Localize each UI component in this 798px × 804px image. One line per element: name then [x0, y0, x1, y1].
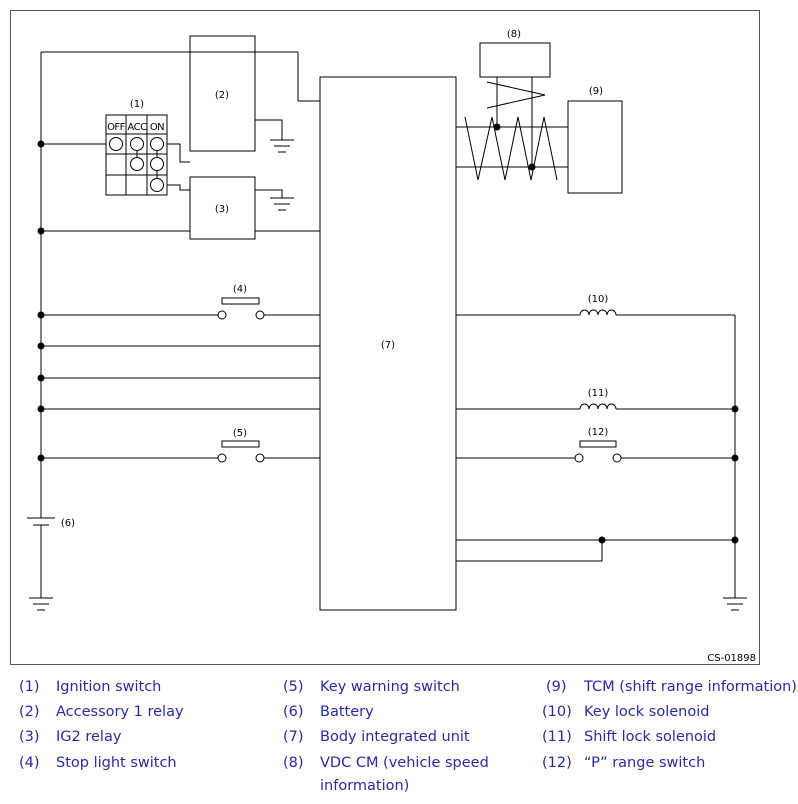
legend-text: Battery	[320, 704, 374, 720]
legend-text: Stop light switch	[56, 755, 177, 771]
legend-text: Ignition switch	[56, 679, 162, 695]
callout-7: (7)	[381, 340, 395, 351]
legend-number: (10)	[542, 704, 572, 720]
legend: (1) Ignition switch (2) Accessory 1 rela…	[0, 676, 798, 804]
callout-12: (12)	[588, 427, 609, 438]
ground-symbol	[270, 197, 294, 211]
callout-2: (2)	[215, 90, 229, 101]
wiring-diagram: (1) (2) (3) (4) (5) (6) (7) (8) (9) (10)…	[27, 29, 756, 664]
shift-lock-solenoid-coil	[579, 403, 617, 410]
legend-number: (12)	[542, 755, 572, 771]
legend-number: (1)	[19, 679, 40, 695]
wire-loop-bottom	[456, 540, 603, 562]
tcm-box	[567, 100, 623, 194]
body-integrated-unit-box	[319, 76, 457, 611]
legend-text: IG2 relay	[56, 729, 122, 745]
callout-3: (3)	[215, 204, 229, 215]
callout-5: (5)	[233, 428, 247, 439]
legend-text: VDC CM (vehicle speed information)	[320, 755, 489, 794]
p-range-switch	[574, 440, 622, 463]
legend-text: Shift lock solenoid	[584, 729, 717, 745]
legend-number: (4)	[19, 755, 40, 771]
legend-text: Key warning switch	[320, 679, 460, 695]
key-warning-switch	[217, 440, 265, 463]
accessory-relay-box	[189, 35, 256, 152]
legend-number: (7)	[283, 729, 304, 745]
callout-1: (1)	[130, 99, 144, 110]
ignition-label-on: ON	[150, 122, 164, 133]
wire-relay3-ground	[255, 189, 283, 198]
ground-symbol	[723, 597, 747, 611]
legend-number: (5)	[283, 679, 304, 695]
legend-text: “P” range switch	[584, 755, 706, 771]
callout-9: (9)	[589, 86, 603, 97]
ground-symbol	[29, 597, 53, 611]
signal-wave	[486, 81, 546, 109]
wire-ignition-acc	[167, 143, 190, 163]
vdc-cm-box	[479, 42, 551, 78]
diagram-code: CS-01898	[707, 653, 756, 664]
legend-text: TCM (shift range information)	[584, 679, 797, 695]
callout-4: (4)	[233, 284, 247, 295]
legend-number: (3)	[19, 729, 40, 745]
legend-number: (2)	[19, 704, 40, 720]
junction-dots	[37, 123, 739, 544]
callout-8: (8)	[507, 29, 521, 40]
legend-text: Key lock solenoid	[584, 704, 710, 720]
callout-6: (6)	[61, 518, 75, 529]
stop-light-switch	[217, 297, 265, 320]
wire-relay2-ground	[255, 119, 283, 140]
wire-ignition-on	[167, 184, 190, 191]
ignition-label-off: OFF	[107, 122, 126, 133]
diagram-frame	[10, 10, 760, 665]
legend-number: (11)	[542, 729, 572, 745]
ground-symbol	[270, 139, 294, 153]
legend-number: (6)	[283, 704, 304, 720]
callout-10: (10)	[588, 294, 609, 305]
key-lock-solenoid-coil	[579, 309, 617, 316]
battery-symbol	[27, 517, 55, 526]
legend-number: (9)	[546, 679, 567, 695]
legend-text: Accessory 1 relay	[56, 704, 184, 720]
ignition-label-acc: ACC	[127, 122, 147, 133]
legend-text: Body integrated unit	[320, 729, 470, 745]
legend-number: (8)	[283, 755, 304, 771]
ignition-switch	[105, 114, 168, 196]
ig2-relay-box	[189, 176, 256, 240]
twisted-pair	[464, 116, 558, 181]
callout-11: (11)	[588, 388, 609, 399]
